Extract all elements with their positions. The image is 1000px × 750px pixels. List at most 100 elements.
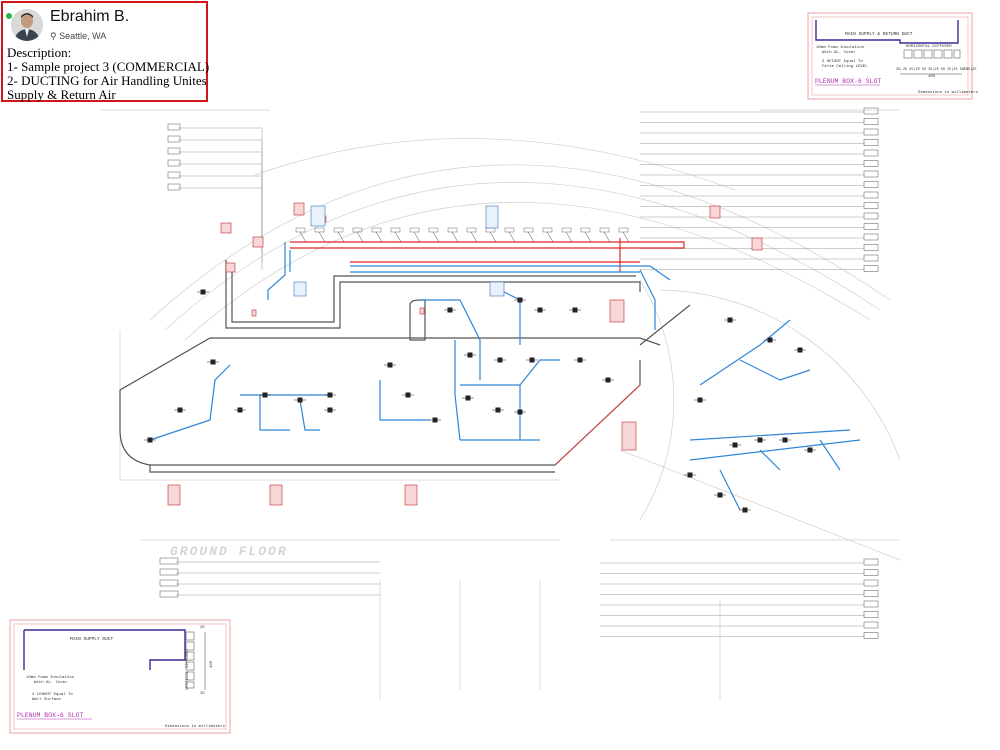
callout-tag [863,160,879,167]
tag-box [599,227,610,233]
tag-box [352,227,363,233]
tag-leader [337,231,345,243]
detail-top-units: Dimensions in millimeters [918,90,979,95]
callout-tag [167,183,181,191]
callout-tag [863,107,879,115]
tag-box [314,227,325,233]
tag-leader [299,231,307,243]
callout-tag [159,590,179,598]
detail-bottom-units: Dimensions in millimeters [165,724,226,729]
detail-bottom-title: PLENUM BOX-6 SLOT [17,712,83,719]
detail-top-insulation-2: With AL. Cover [822,50,856,55]
callout-tag [159,557,179,565]
project-description: Description: 1- Sample project 3 (COMMER… [7,46,209,102]
equipment-box [404,484,418,506]
tag-box [409,227,420,233]
freelancer-location: ⚲ Seattle, WA [50,31,106,42]
detail-top-diffuser-label: HORIZONTAL DIFFUSER [906,45,952,49]
location-pin-icon: ⚲ [50,31,57,41]
freelancer-name[interactable]: Ebrahim B. [50,8,130,25]
callout-tag [167,159,181,167]
architectural-plan [100,109,901,700]
callout-tag [863,233,879,241]
tag-leader [394,231,402,243]
equipment-box [269,484,283,506]
callout-tag [863,191,879,199]
callout-tag [863,590,879,597]
plenum-detail-top: MAIN SUPPLY & RETURN DUCT HORIZONTAL DIF… [807,12,979,100]
tag-box [504,227,515,233]
equipment-box [751,237,763,251]
diffuser-symbols [144,289,816,513]
tag-leader [356,231,364,243]
equipment-box [419,307,425,315]
tag-leader [584,231,592,243]
detail-bottom-insulation-1: 10mm Foam Insulation [26,675,75,680]
equipment-box [251,309,257,317]
callout-leader-lines [176,111,864,637]
equipment-box [225,262,236,273]
detail-bottom-insulation-2: With AL. Cover [34,680,68,685]
online-status-dot [6,13,12,19]
tag-box [447,227,458,233]
callout-tag [863,621,879,629]
callout-tag [863,139,879,146]
tag-box [618,227,629,233]
callout-tag [863,558,879,566]
equipment-box [609,299,625,323]
detail-top-height-2: False Ceiling LEVEL [822,64,868,69]
callout-tag [167,123,181,131]
callout-tag [167,135,181,143]
callout-tag [863,223,879,230]
tag-leader [413,231,421,243]
callout-tag [863,254,879,262]
callout-tag [863,212,879,220]
location-text: Seattle, WA [59,31,107,41]
ahu-tag-box [489,281,505,297]
callout-tag [863,149,879,157]
callout-tag [863,128,879,136]
tag-box [580,227,591,233]
detail-bottom-duct-label: MAIN SUPPLY DUCT [70,636,114,642]
tag-leader [432,231,440,243]
detail-top-slot-dims: 25 25|25 50 25|25 50 25|25 50 25|25 [903,67,977,72]
tag-box [561,227,572,233]
tag-leader [527,231,535,243]
equipment-box [709,205,721,219]
detail-bottom-edge-dim-top: 25 [200,626,205,630]
detail-top-edge-dim-right: 25 [963,68,968,72]
tag-leader [375,231,383,243]
avatar[interactable] [11,9,43,41]
tag-leader [508,231,516,243]
callout-tag [863,600,879,608]
description-line-3: Supply & Return Air [7,87,116,102]
ahu-tag-box [293,281,307,297]
description-line-1: 1- Sample project 3 (COMMERCIAL) [7,59,210,74]
tag-leader [622,231,630,243]
tag-box [466,227,477,233]
detail-top-insulation-1: 10mm Foam Insulation [816,45,865,50]
floor-label: GROUND FLOOR [170,544,288,559]
detail-bottom-length-2: Wall Surface [32,697,61,702]
detail-top-edge-dim-left: 25 [896,68,901,72]
equipment-box [252,236,264,248]
detail-bottom-edge-dim-bottom: 25 [200,692,205,696]
detail-top-height-1: 2 HEIGHT Equal To [822,59,863,64]
equipment-box [293,202,305,216]
tag-leader [451,231,459,243]
tag-leader [489,231,497,243]
tag-box [333,227,344,233]
tag-box [523,227,534,233]
tag-box [390,227,401,233]
description-line-2: 2- DUCTING for Air Handling Unites [7,73,207,88]
detail-bottom-height-dim: 400 [210,660,214,668]
side-callout-labels [159,107,879,639]
equipment-callouts [167,202,763,506]
return-air-ducts [290,238,685,272]
tag-box [428,227,439,233]
tag-leader [470,231,478,243]
callout-tag [159,579,179,587]
building-walls [119,260,691,473]
callout-tag [167,171,181,179]
